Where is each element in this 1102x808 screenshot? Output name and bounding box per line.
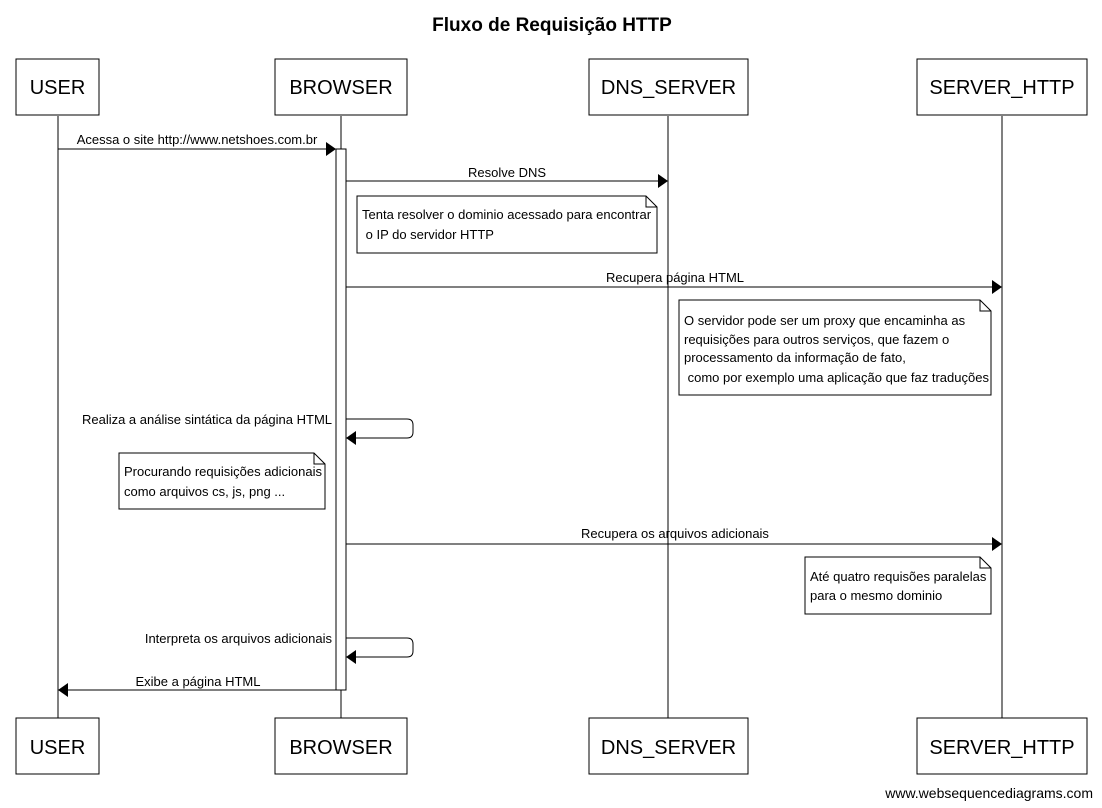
note-line: O servidor pode ser um proxy que encamin… [684, 313, 966, 328]
message-label: Recupera página HTML [606, 270, 744, 285]
participant-dns-server-bottom: DNS_SERVER [588, 717, 749, 775]
message-arrow: Acessa o site http://www.netshoes.com.br [58, 132, 336, 156]
message-label: Recupera os arquivos adicionais [581, 526, 769, 541]
message-label: Interpreta os arquivos adicionais [145, 631, 333, 646]
participant-label: SERVER_HTTP [929, 77, 1074, 99]
note-line: como arquivos cs, js, png ... [124, 484, 285, 499]
arrowhead-icon [326, 142, 336, 156]
participant-browser-top: BROWSER [274, 58, 408, 116]
message-arrow: Recupera página HTML [346, 270, 1002, 294]
arrowhead-icon [346, 650, 356, 664]
participant-label: BROWSER [289, 77, 392, 99]
note-line: como por exemplo uma aplicação que faz t… [684, 370, 989, 385]
participant-user-bottom: USER [15, 717, 100, 775]
message-label: Realiza a análise sintática da página HT… [82, 412, 332, 427]
footer-credit: www.websequencediagrams.com [884, 785, 1093, 801]
note-line: processamento da informação de fato, [684, 350, 906, 365]
message-label: Exibe a página HTML [135, 674, 260, 689]
note: Até quatro requisões paralelas para o me… [804, 556, 992, 615]
participant-label: DNS_SERVER [601, 77, 736, 99]
participant-label: BROWSER [289, 737, 392, 759]
note: O servidor pode ser um proxy que encamin… [678, 299, 992, 396]
note-line: requisições para outros serviços, que fa… [684, 332, 949, 347]
arrowhead-icon [658, 174, 668, 188]
participant-label: USER [30, 737, 86, 759]
participant-user-top: USER [15, 58, 100, 116]
message-arrow: Resolve DNS [346, 165, 668, 188]
self-message-arrow: Interpreta os arquivos adicionais [145, 631, 414, 664]
arrowhead-icon [346, 431, 356, 445]
note-line: Procurando requisições adicionais [124, 464, 323, 479]
note: Tenta resolver o dominio acessado para e… [356, 195, 658, 254]
participant-browser-bottom: BROWSER [274, 717, 408, 775]
arrowhead-icon [992, 537, 1002, 551]
participant-label: USER [30, 77, 86, 99]
participant-server-http-top: SERVER_HTTP [916, 58, 1088, 116]
note-line: Até quatro requisões paralelas [810, 569, 987, 584]
arrowhead-icon [992, 280, 1002, 294]
note-line: para o mesmo dominio [810, 588, 942, 603]
participant-label: SERVER_HTTP [929, 737, 1074, 759]
participant-dns-server-top: DNS_SERVER [588, 58, 749, 116]
note-line: o IP do servidor HTTP [362, 227, 494, 242]
note: Procurando requisições adicionais como a… [118, 452, 326, 510]
self-message-arrow: Realiza a análise sintática da página HT… [82, 412, 414, 445]
message-label: Acessa o site http://www.netshoes.com.br [77, 132, 318, 147]
note-line: Tenta resolver o dominio acessado para e… [362, 207, 652, 222]
arrowhead-icon [58, 683, 68, 697]
message-arrow: Recupera os arquivos adicionais [346, 526, 1002, 551]
browser-activation-bar [335, 148, 347, 691]
message-label: Resolve DNS [468, 165, 546, 180]
participant-label: DNS_SERVER [601, 737, 736, 759]
participant-server-http-bottom: SERVER_HTTP [916, 717, 1088, 775]
diagram-title: Fluxo de Requisição HTTP [432, 15, 672, 36]
message-arrow: Exibe a página HTML [58, 674, 336, 697]
